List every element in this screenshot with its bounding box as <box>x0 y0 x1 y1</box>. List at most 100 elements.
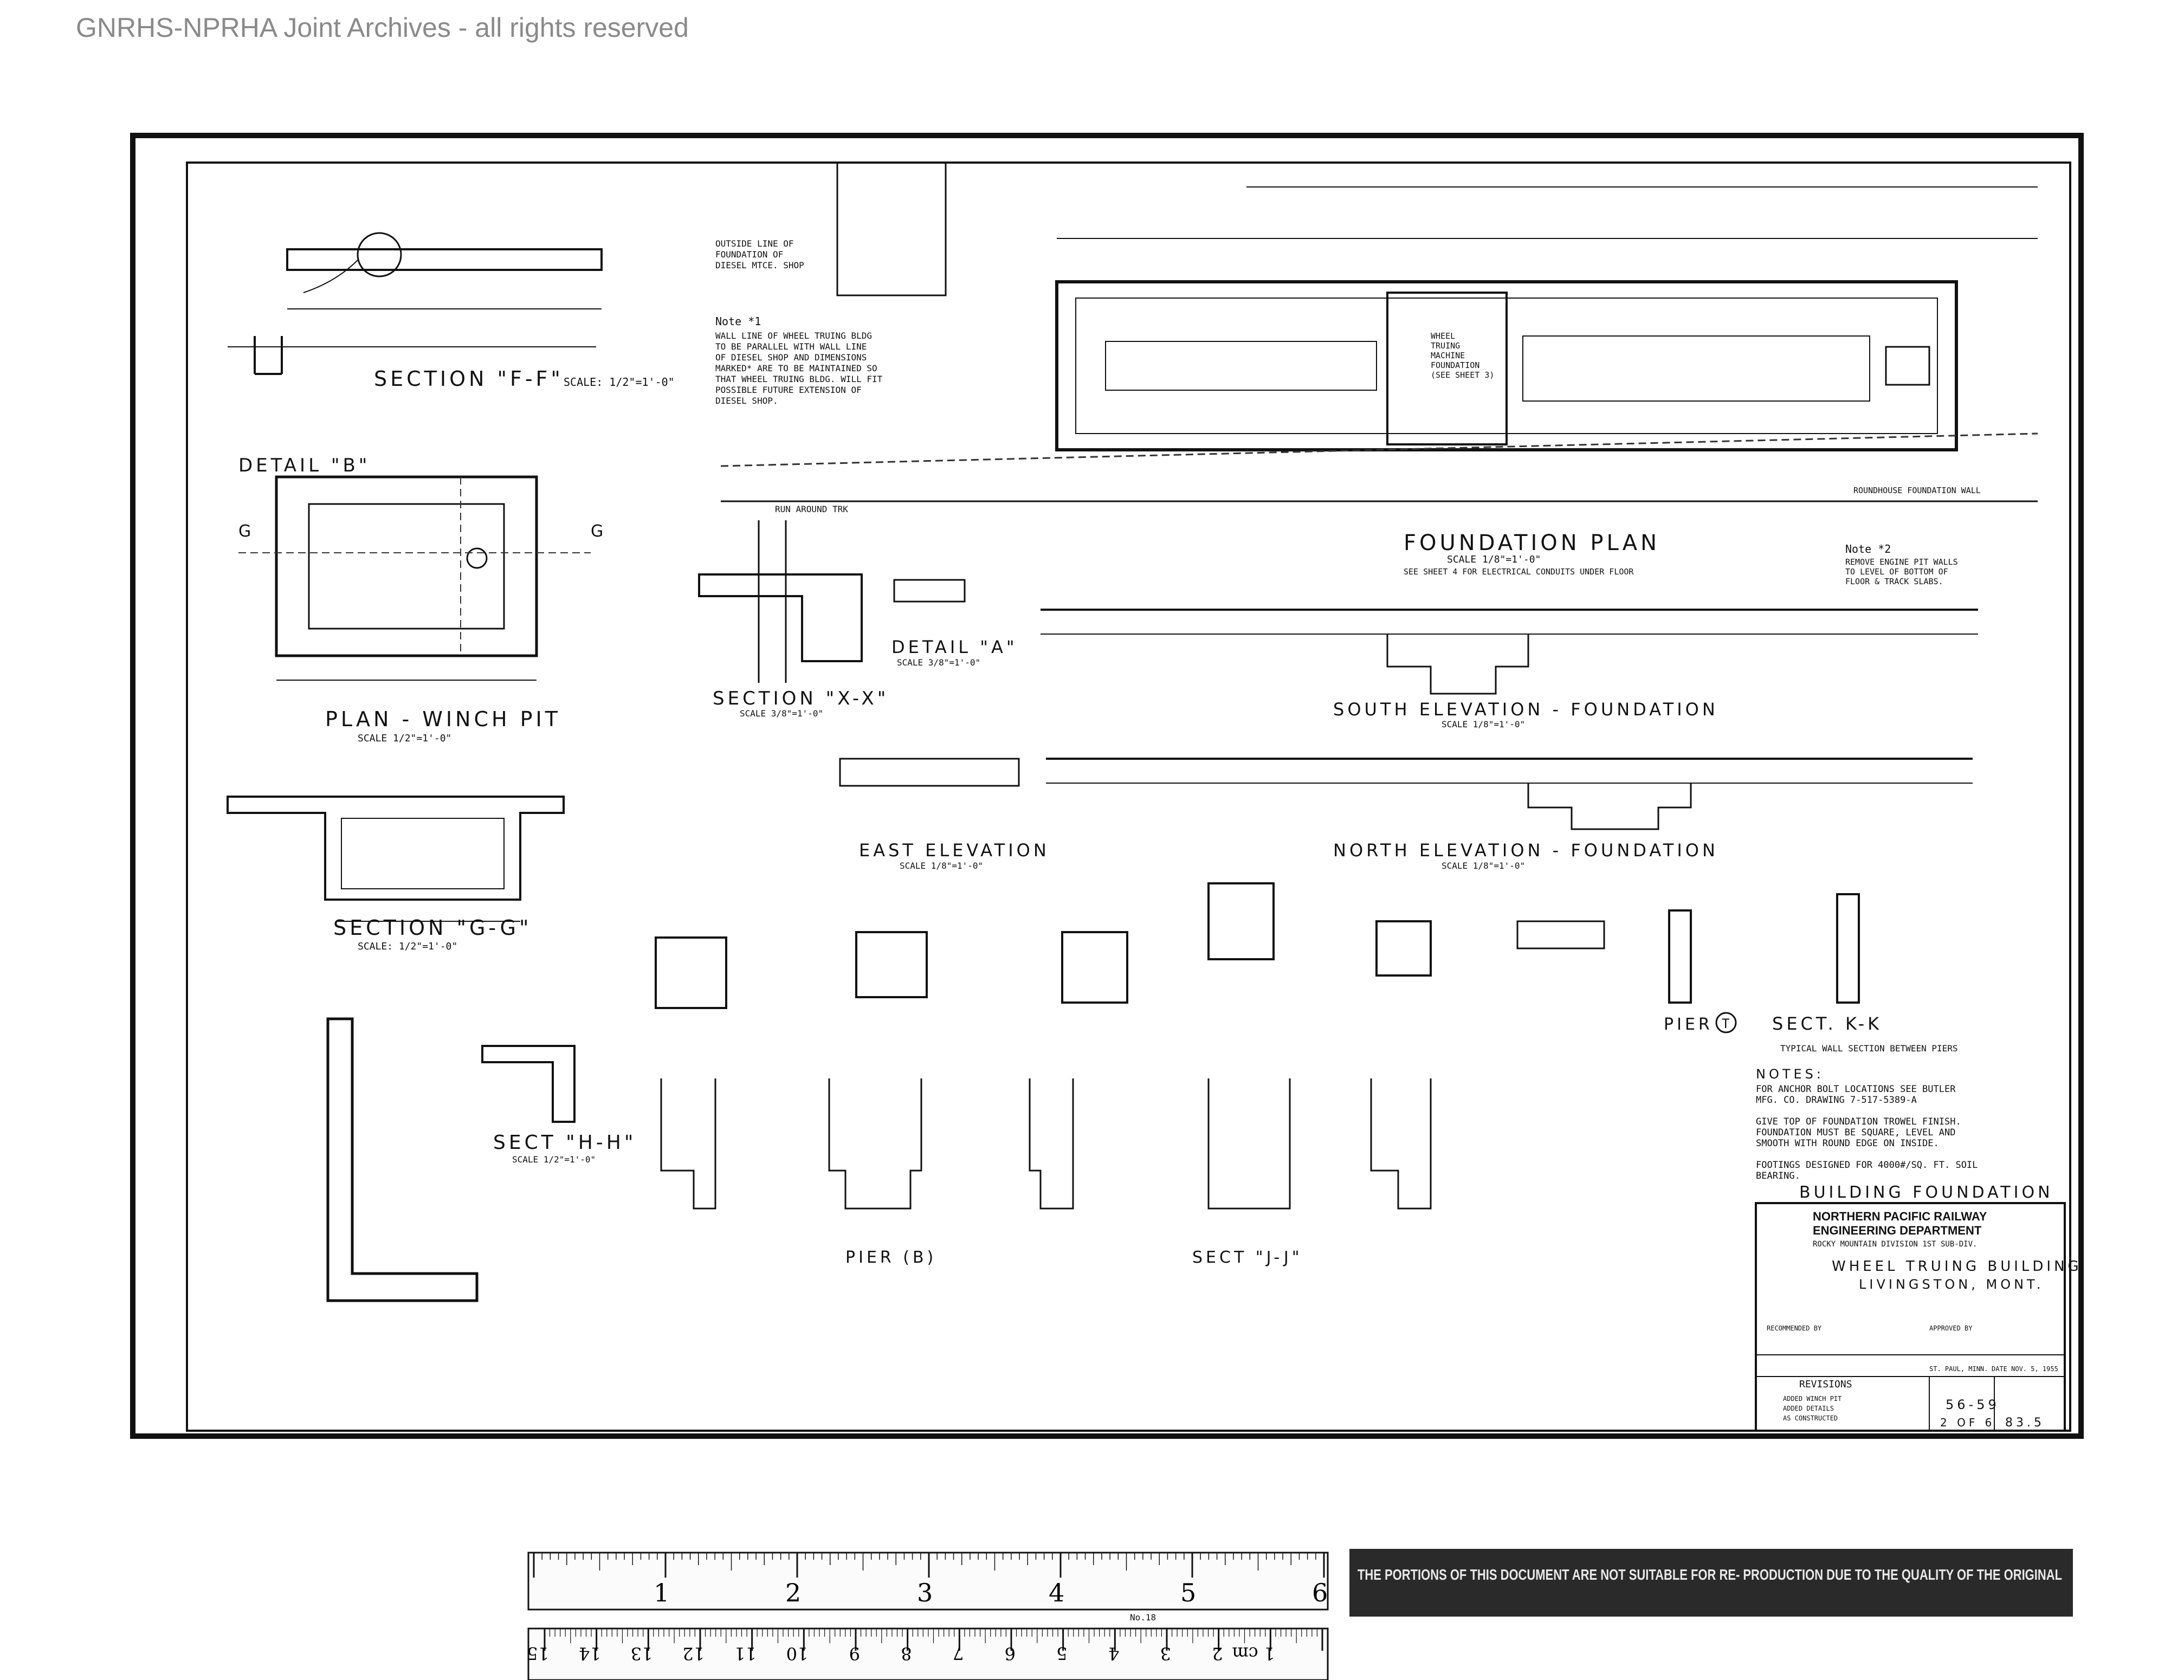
section-ff-drawing <box>228 232 603 375</box>
sect-kk-sub: TYPICAL WALL SECTION BETWEEN PIERS <box>1780 1043 1958 1054</box>
ruler-cm-label: 14 <box>579 1643 601 1664</box>
section-ff-scale: SCALE: 1/2"=1'-0" <box>564 376 675 389</box>
svg-text:SMOOTH WITH ROUND EDGE ON INSI: SMOOTH WITH ROUND EDGE ON INSIDE. <box>1756 1138 1939 1149</box>
svg-text:FOUNDATION: FOUNDATION <box>1431 360 1479 370</box>
svg-text:OUTSIDE LINE OF: OUTSIDE LINE OF <box>715 238 794 249</box>
east-elevation-title: EAST ELEVATION <box>859 840 1050 861</box>
sheet-number: 2 OF 6 <box>1940 1416 1995 1429</box>
diesel-shop-outline <box>836 163 947 296</box>
south-elevation-drawing <box>1041 609 1978 695</box>
pier-b-title: PIER (B) <box>845 1248 936 1267</box>
section-xx-scale: SCALE 3/8"=1'-0" <box>740 708 823 719</box>
ruler-cm-label: 10 <box>786 1643 809 1664</box>
ruler-inch-label: 3 <box>917 1578 933 1607</box>
outside-line-note: OUTSIDE LINE OF FOUNDATION OF DIESEL MTC… <box>715 238 804 270</box>
section-gg-scale: SCALE: 1/2"=1'-0" <box>358 941 457 952</box>
pier-t-letter: T <box>1722 1016 1729 1031</box>
ruler-cm-label: 6 <box>1005 1643 1016 1664</box>
sheet-border-outer <box>130 133 2084 1439</box>
afe-number: 56-59 <box>1946 1397 2000 1412</box>
pier-plans-row <box>655 882 1860 1009</box>
title-block <box>1755 1202 2066 1432</box>
svg-text:MACHINE: MACHINE <box>1431 351 1465 360</box>
winch-pit-g-right: G <box>591 522 606 541</box>
sect-hh-drawing <box>326 1017 576 1302</box>
svg-text:MFG. CO. DRAWING 7-517-5389-A: MFG. CO. DRAWING 7-517-5389-A <box>1756 1095 1917 1106</box>
file-number: 83.5 <box>2005 1416 2045 1430</box>
ruler-cm-label: 3 <box>1160 1643 1171 1664</box>
ruler-cm-ticks <box>544 1629 1323 1651</box>
north-elevation-drawing <box>839 758 1973 830</box>
pier-elevations-row <box>660 1078 1432 1210</box>
svg-text:POSSIBLE FUTURE EXTENSION OF: POSSIBLE FUTURE EXTENSION OF <box>715 385 862 395</box>
svg-text:BEARING.: BEARING. <box>1756 1171 1800 1181</box>
warning-strip <box>1349 1549 2073 1617</box>
rev-item-2: ADDED DETAILS <box>1783 1405 1834 1412</box>
title-division: ROCKY MOUNTAIN DIVISION 1ST SUB-DIV. <box>1813 1240 1977 1249</box>
svg-text:TO BE PARALLEL WITH WALL LINE: TO BE PARALLEL WITH WALL LINE <box>715 341 867 352</box>
ruler-inch-label: 6 <box>1312 1578 1328 1607</box>
foundation-plan-title: FOUNDATION PLAN <box>1404 531 1660 555</box>
ruler-cm-label: 7 <box>953 1643 964 1664</box>
foundation-plan-scale: SCALE 1/8"=1'-0" <box>1447 554 1541 565</box>
svg-text:GIVE TOP OF FOUNDATION TROWEL: GIVE TOP OF FOUNDATION TROWEL FINISH. <box>1756 1116 1961 1127</box>
ruler-cm-label: 2 <box>1212 1643 1223 1664</box>
svg-text:THAT WHEEL TRUING BLDG. WILL F: THAT WHEEL TRUING BLDG. WILL FIT <box>715 374 883 384</box>
wheel-truing-label: WHEEL TRUING MACHINE FOUNDATION (SEE SHE… <box>1431 331 1494 380</box>
ruler-cm-label: 9 <box>849 1643 860 1664</box>
svg-text:(SEE SHEET 3): (SEE SHEET 3) <box>1431 370 1494 380</box>
detail-a-drawing <box>893 579 966 603</box>
svg-text:FOUNDATION OF: FOUNDATION OF <box>715 249 783 260</box>
section-gg-drawing <box>227 796 565 922</box>
ruler-model: No.18 <box>1130 1612 1156 1623</box>
detail-a-title: DETAIL "A" <box>891 637 1018 657</box>
title-approved: APPROVED BY <box>1929 1324 1973 1332</box>
roundhouse-label: ROUNDHOUSE FOUNDATION WALL <box>1853 486 1981 495</box>
ruler-cm-label: 13 <box>631 1643 653 1664</box>
ruler-cm-label: 12 <box>682 1643 705 1664</box>
title-recommended: RECOMMENDED BY <box>1767 1324 1822 1332</box>
north-elevation-scale: SCALE 1/8"=1'-0" <box>1442 861 1525 871</box>
run-around-label: RUN AROUND TRK <box>775 504 848 514</box>
svg-text:DIESEL MTCE. SHOP: DIESEL MTCE. SHOP <box>715 260 804 270</box>
plan-winch-pit-scale: SCALE 1/2"=1'-0" <box>358 733 451 744</box>
svg-text:NOTES:: NOTES: <box>1756 1067 1824 1082</box>
pier-t-marker <box>1715 1012 1737 1033</box>
rev-item-1: ADDED WINCH PIT <box>1783 1395 1841 1403</box>
svg-text:WHEEL: WHEEL <box>1431 331 1455 341</box>
title-location: LIVINGSTON, MONT. <box>1859 1277 2044 1292</box>
detail-a-scale: SCALE 3/8"=1'-0" <box>897 657 980 668</box>
ruler <box>527 1552 1329 1680</box>
south-elevation-title: SOUTH ELEVATION - FOUNDATION <box>1333 699 1718 720</box>
general-notes: NOTES: FOR ANCHOR BOLT LOCATIONS SEE BUT… <box>1756 1067 1978 1181</box>
title-office: ST. PAUL, MINN. <box>1929 1365 1988 1373</box>
svg-text:TO LEVEL OF BOTTOM OF: TO LEVEL OF BOTTOM OF <box>1845 567 1948 577</box>
title-railway: NORTHERN PACIFIC RAILWAY <box>1813 1210 1987 1223</box>
ruler-cm-label: 4 <box>1108 1643 1119 1664</box>
ruler-cm-label: 5 <box>1056 1643 1067 1664</box>
title-department: ENGINEERING DEPARTMENT <box>1813 1224 1982 1237</box>
svg-text:Note *1: Note *1 <box>715 315 761 328</box>
east-elevation-scale: SCALE 1/8"=1'-0" <box>900 861 983 871</box>
svg-text:FOR ANCHOR BOLT LOCATIONS SEE: FOR ANCHOR BOLT LOCATIONS SEE BUTLER <box>1756 1084 1956 1095</box>
detail-b-title: DETAIL "B" <box>238 455 370 476</box>
ruler-inch-label: 2 <box>785 1578 801 1607</box>
ruler-cm-label: 8 <box>901 1643 912 1664</box>
title-heading: BUILDING FOUNDATION <box>1799 1183 2053 1202</box>
south-elevation-scale: SCALE 1/8"=1'-0" <box>1442 719 1525 729</box>
ruler-inch-label: 4 <box>1049 1578 1064 1607</box>
svg-text:WALL LINE OF WHEEL TRUING BLDG: WALL LINE OF WHEEL TRUING BLDG <box>715 331 872 341</box>
ruler-inch-label: 1 <box>654 1578 669 1607</box>
svg-text:MARKED* ARE TO BE MAINTAINED S: MARKED* ARE TO BE MAINTAINED SO <box>715 363 877 373</box>
ruler-cm-label: 15 <box>527 1643 549 1664</box>
pier-t-label: PIER <box>1664 1015 1713 1034</box>
svg-text:DIESEL SHOP.: DIESEL SHOP. <box>715 396 778 406</box>
svg-text:OF DIESEL SHOP AND DIMENSIONS: OF DIESEL SHOP AND DIMENSIONS <box>715 352 867 363</box>
svg-text:FOUNDATION MUST BE SQUARE, LEV: FOUNDATION MUST BE SQUARE, LEVEL AND <box>1756 1127 1955 1138</box>
svg-text:FOOTINGS DESIGNED FOR 4000#/SQ: FOOTINGS DESIGNED FOR 4000#/SQ. FT. SOIL <box>1756 1160 1978 1171</box>
section-gg-title: SECTION "G-G" <box>333 916 532 940</box>
svg-text:FLOOR & TRACK SLABS.: FLOOR & TRACK SLABS. <box>1845 577 1943 586</box>
winch-pit-plan-drawing <box>238 475 591 681</box>
foundation-plan-drawing <box>720 186 2038 502</box>
